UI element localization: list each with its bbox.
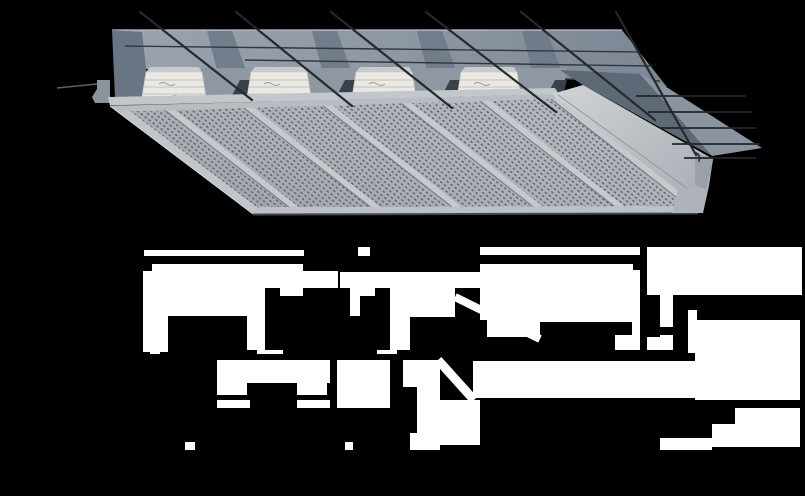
annotation-mark (350, 296, 360, 316)
annotation-mark (473, 361, 800, 398)
annotation-mark (337, 360, 390, 408)
annotation-leader-line (453, 293, 542, 343)
annotation-mark (403, 360, 417, 387)
annotation-mark (480, 247, 640, 255)
annotation-mark (152, 264, 303, 272)
annotation-mark (217, 360, 330, 383)
annotation-drawing (143, 247, 802, 450)
annotation-mark (410, 433, 440, 450)
annotation-mark (688, 310, 697, 353)
left-end-wall (112, 30, 150, 103)
annotation-mark (712, 424, 735, 447)
right-end (552, 70, 762, 213)
annotation-mark (297, 383, 327, 395)
edge-closure-strip (552, 85, 713, 190)
annotation-mark (400, 317, 410, 350)
annotation-mark (217, 383, 247, 395)
annotation-mark (417, 360, 440, 433)
annotation-mark (660, 335, 673, 350)
annotation-mark (143, 271, 338, 288)
annotation-mark (158, 335, 168, 351)
annotation-mark (632, 270, 640, 337)
annotation-mark (660, 438, 712, 450)
hem-curl (672, 186, 709, 213)
annotation-mark (390, 288, 400, 350)
wire-hook (693, 151, 701, 162)
annotation-mark (345, 442, 353, 450)
annotation-mark (440, 400, 480, 445)
annotation-mark (185, 442, 195, 450)
annotation-mark (247, 316, 265, 350)
annotation-mark (735, 408, 800, 447)
annotation-mark (540, 264, 633, 322)
right-dark-face (560, 70, 712, 156)
annotation-mark (144, 250, 304, 256)
annotation-mark (615, 335, 640, 350)
annotation-mark (660, 295, 673, 327)
annotation-mark (377, 350, 397, 354)
wire-ends (636, 95, 760, 159)
annotation-mark (217, 400, 250, 408)
annotation-mark (143, 288, 265, 316)
annotation-mark (257, 350, 283, 354)
annotation-mark (340, 272, 480, 288)
wire-mesh (138, 10, 701, 162)
left-tip-hook (92, 80, 110, 103)
annotation-mark (358, 247, 370, 256)
right-light-face (640, 74, 762, 156)
annotation-mark (400, 288, 455, 317)
annotation-leader-line (434, 356, 478, 404)
deck-3d-illustration (56, 10, 762, 216)
annotation-mark (297, 400, 330, 408)
annotation-mark (647, 247, 802, 295)
rib-bands (157, 94, 700, 214)
annotation-mark (350, 288, 375, 296)
annotation-mark (280, 288, 303, 296)
annotation-mark (150, 350, 160, 354)
